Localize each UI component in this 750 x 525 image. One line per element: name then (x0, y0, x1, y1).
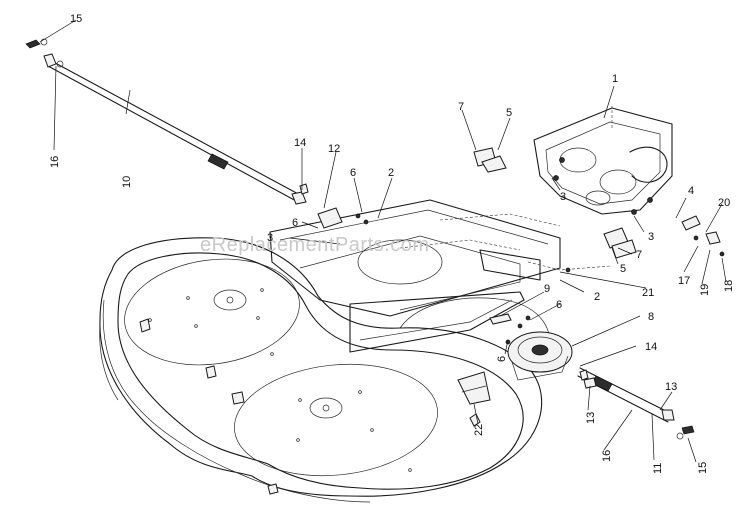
callout-leaders (39, 19, 727, 463)
callout-18: 18 (723, 280, 735, 292)
callout-numbers: 1 2 2 3 3 3 4 5 5 6 6 6 6 7 7 8 9 10 11 … (49, 13, 735, 474)
drive-shaft-upper (43, 53, 307, 205)
callout-8: 8 (648, 311, 654, 323)
callout-6: 6 (556, 299, 562, 311)
callout-13: 13 (665, 381, 677, 393)
callout-19: 19 (699, 284, 711, 296)
callout-14: 14 (645, 341, 657, 353)
callout-7: 7 (458, 101, 464, 113)
callout-22: 22 (473, 424, 485, 436)
callout-5: 5 (620, 263, 626, 275)
callout-13: 13 (585, 412, 597, 424)
callout-12: 12 (328, 143, 340, 155)
callout-1: 1 (612, 73, 618, 85)
hitch-pin-lower (676, 425, 695, 440)
callout-16: 16 (49, 156, 61, 168)
callout-14: 14 (294, 137, 306, 149)
deck-frame-plate (269, 199, 611, 353)
callout-9: 9 (544, 283, 550, 295)
callout-17: 17 (678, 275, 690, 287)
callout-3: 3 (560, 191, 566, 203)
callout-6: 6 (350, 167, 356, 179)
callout-6: 6 (496, 356, 508, 362)
callout-11: 11 (652, 463, 664, 474)
mounting-bracket (457, 371, 491, 405)
callout-3: 3 (267, 232, 273, 244)
gearbox-assembly (533, 106, 673, 215)
callout-10: 10 (121, 176, 133, 188)
callout-6: 6 (292, 217, 298, 229)
pulley-clutch (507, 331, 573, 381)
callout-2: 2 (388, 167, 394, 179)
hardware-clips (299, 147, 725, 389)
mower-deck (99, 237, 551, 503)
callout-7: 7 (636, 249, 642, 261)
callout-3: 3 (648, 231, 654, 243)
hitch-pin-upper (25, 38, 48, 49)
callout-21: 21 (642, 287, 654, 299)
callout-5: 5 (506, 107, 512, 119)
callout-15: 15 (70, 13, 82, 25)
callout-20: 20 (718, 197, 730, 209)
callout-15: 15 (697, 462, 709, 474)
callout-16: 16 (601, 450, 613, 462)
watermark-text: eReplacementParts.com (200, 234, 429, 256)
callout-4: 4 (688, 185, 694, 197)
callout-2: 2 (594, 291, 600, 303)
